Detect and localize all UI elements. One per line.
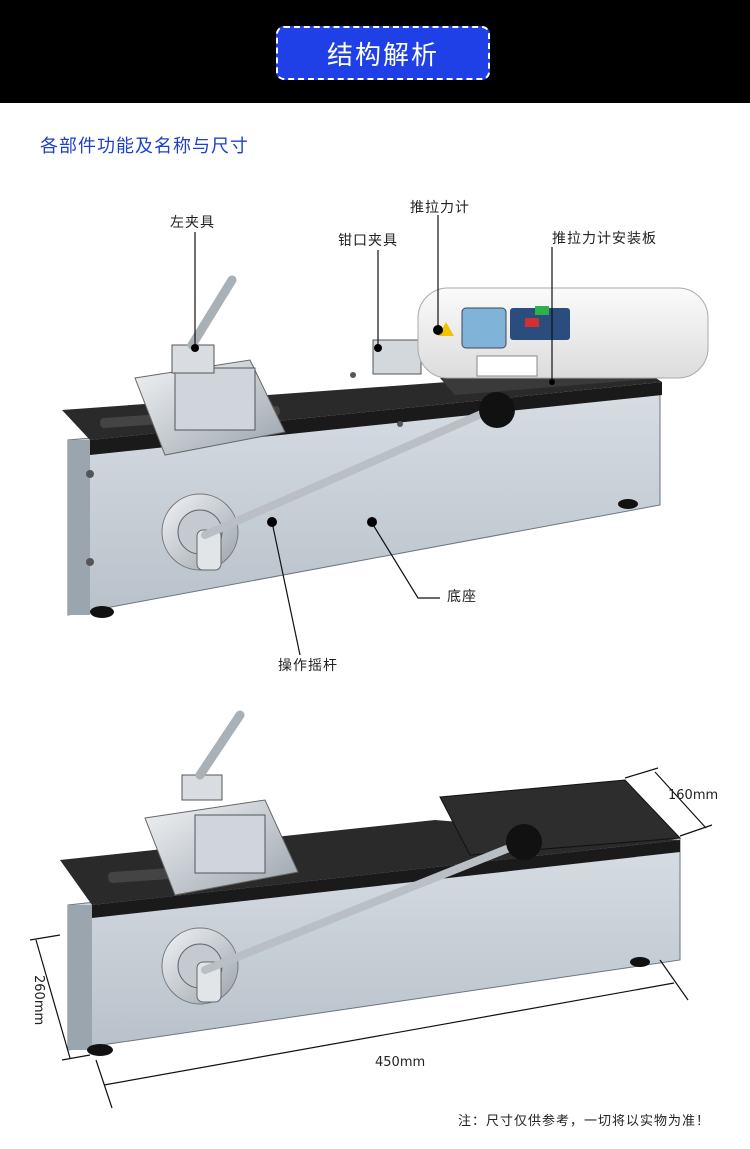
machine-top-view [62, 275, 709, 618]
machine-dimension-view [60, 710, 682, 1056]
label-lever: 操作摇杆 [278, 658, 338, 674]
label-force-gauge: 推拉力计 [410, 200, 470, 216]
leader-lines [194, 215, 553, 656]
label-base: 底座 [447, 589, 477, 605]
subtitle: 各部件功能及名称与尺寸 [40, 136, 249, 157]
dimension-length: 450mm [375, 1055, 426, 1070]
dimension-lines [29, 767, 713, 1109]
footnote: 注：尺寸仅供参考，一切将以实物为准！ [457, 1114, 710, 1129]
leader-dots [191, 325, 555, 527]
header-bar: 结构解析 [0, 0, 750, 103]
label-gauge-plate: 推拉力计安装板 [552, 231, 657, 247]
dimension-height: 260mm [31, 975, 46, 1026]
label-left-clamp: 左夹具 [170, 215, 215, 231]
section-title: 结构解析 [276, 26, 490, 80]
label-jaw-clamp: 钳口夹具 [338, 233, 398, 249]
dimension-width: 160mm [668, 788, 719, 803]
